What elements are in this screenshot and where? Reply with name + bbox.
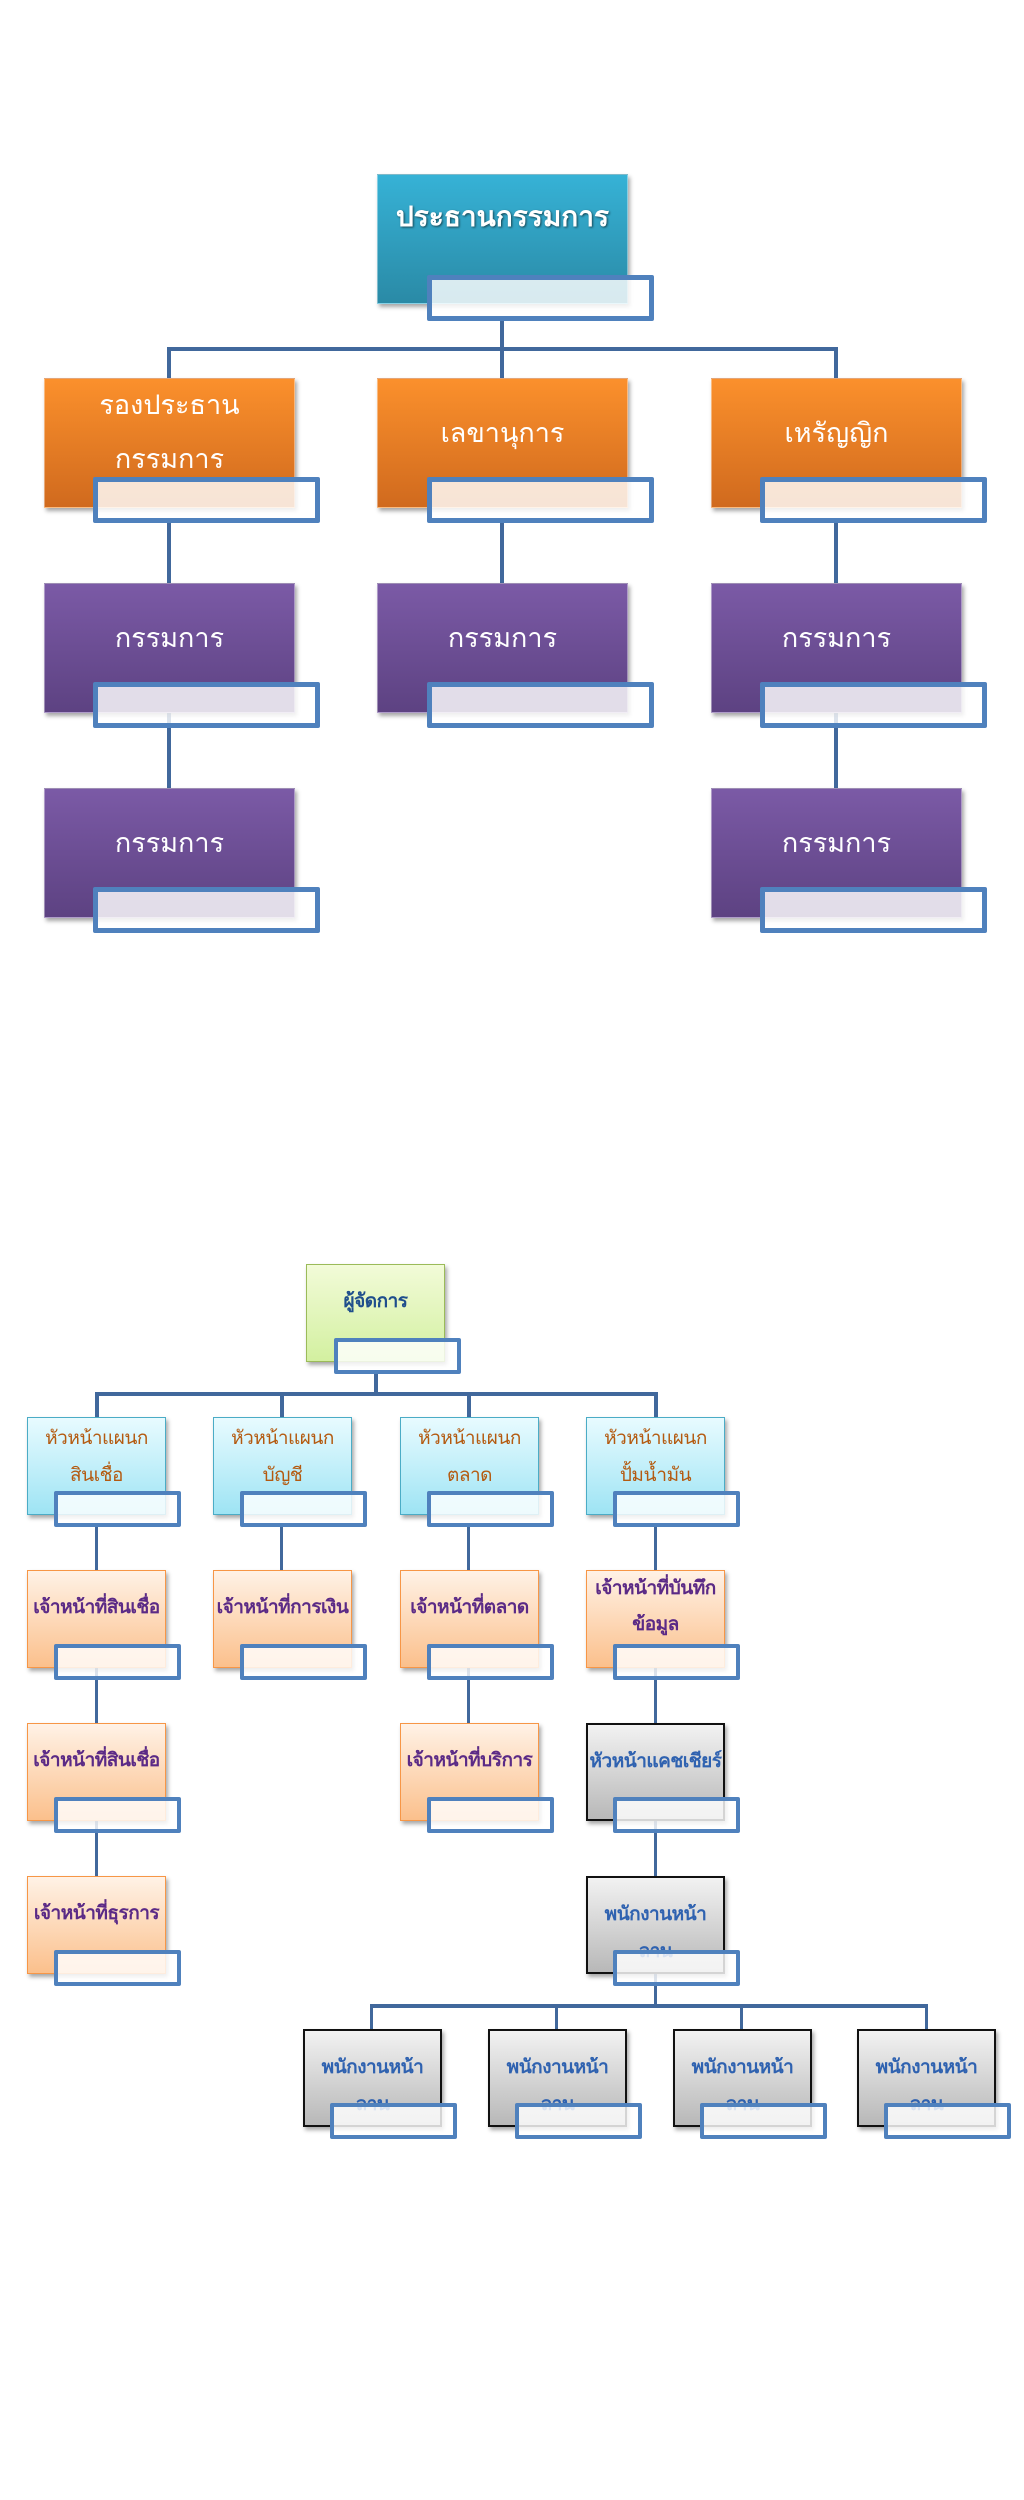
- connector: [374, 1373, 378, 1396]
- connector: [167, 347, 838, 351]
- connector: [280, 1392, 284, 1418]
- head-gas-station-label: หัวหน้าแผนก ปั้มน้ำมัน: [604, 1428, 707, 1486]
- connector: [654, 1392, 658, 1418]
- director-name-field[interactable]: [760, 887, 987, 933]
- director-name-field[interactable]: [427, 682, 654, 728]
- connector: [467, 1392, 471, 1418]
- forecourt-staff-name-field[interactable]: [613, 1950, 740, 1986]
- forecourt-staff-name-field[interactable]: [884, 2103, 1011, 2139]
- service-officer-label: เจ้าหน้าที่บริการ: [406, 1750, 533, 1771]
- director-label: กรรมการ: [781, 623, 892, 654]
- chairman-name-field[interactable]: [427, 275, 654, 321]
- treasurer-name-field[interactable]: [760, 477, 987, 523]
- connector: [95, 1392, 99, 1418]
- secretary-label: เลขานุการ: [440, 418, 565, 449]
- director-label: กรรมการ: [781, 828, 892, 859]
- head-credit-label: หัวหน้าแผนก สินเชื่อ: [45, 1428, 148, 1486]
- head-marketing-name-field[interactable]: [427, 1491, 554, 1527]
- treasurer-label: เหรัญญิก: [784, 418, 889, 449]
- manager-name-field[interactable]: [334, 1338, 461, 1374]
- marketing-officer-name-field[interactable]: [427, 1644, 554, 1680]
- data-entry-officer-name-field[interactable]: [613, 1644, 740, 1680]
- forecourt-staff-name-field[interactable]: [330, 2103, 457, 2139]
- secretary-name-field[interactable]: [427, 477, 654, 523]
- connector: [834, 347, 838, 379]
- head-cashier-label: หัวหน้าแคชเชียร์: [589, 1751, 722, 1772]
- data-entry-officer-label: เจ้าหน้าที่บันทึก ข้อมูล: [595, 1578, 716, 1635]
- director-label: กรรมการ: [114, 623, 225, 654]
- vice-chairman-label: รองประธาน กรรมการ: [99, 390, 240, 475]
- connector: [95, 1527, 98, 1877]
- head-credit-name-field[interactable]: [54, 1491, 181, 1527]
- connector: [370, 2004, 373, 2030]
- connector: [95, 1392, 658, 1396]
- head-accounting-name-field[interactable]: [240, 1491, 367, 1527]
- finance-officer-name-field[interactable]: [240, 1644, 367, 1680]
- connector: [925, 2004, 928, 2030]
- forecourt-staff-name-field[interactable]: [515, 2103, 642, 2139]
- vice-chairman-name-field[interactable]: [93, 477, 320, 523]
- director-name-field[interactable]: [93, 887, 320, 933]
- connector: [740, 2004, 743, 2030]
- credit-officer-label: เจ้าหน้าที่สินเชื่อ: [33, 1597, 160, 1618]
- admin-officer-label: เจ้าหน้าที่ธุรการ: [33, 1903, 160, 1924]
- chairman-label: ประธานกรรมการ: [395, 200, 609, 233]
- connector: [280, 1527, 283, 1571]
- credit-officer-label: เจ้าหน้าที่สินเชื่อ: [33, 1750, 160, 1771]
- admin-officer-name-field[interactable]: [54, 1950, 181, 1986]
- head-accounting-label: หัวหน้าแผนก บัญชี: [231, 1428, 334, 1486]
- manager-label: ผู้จัดการ: [343, 1291, 408, 1312]
- marketing-officer-label: เจ้าหน้าที่ตลาด: [410, 1597, 529, 1618]
- credit-officer-name-field[interactable]: [54, 1797, 181, 1833]
- forecourt-staff-name-field[interactable]: [700, 2103, 827, 2139]
- director-name-field[interactable]: [93, 682, 320, 728]
- head-gas-station-name-field[interactable]: [613, 1491, 740, 1527]
- director-label: กรรมการ: [447, 623, 558, 654]
- head-cashier-name-field[interactable]: [613, 1797, 740, 1833]
- finance-officer-label: เจ้าหน้าที่การเงิน: [216, 1597, 349, 1618]
- connector: [370, 2004, 928, 2008]
- director-label: กรรมการ: [114, 828, 225, 859]
- connector: [555, 2004, 558, 2030]
- connector: [500, 520, 504, 584]
- head-marketing-label: หัวหน้าแผนก ตลาด: [418, 1428, 521, 1486]
- service-officer-name-field[interactable]: [427, 1797, 554, 1833]
- credit-officer-name-field[interactable]: [54, 1644, 181, 1680]
- connector: [167, 347, 171, 379]
- director-name-field[interactable]: [760, 682, 987, 728]
